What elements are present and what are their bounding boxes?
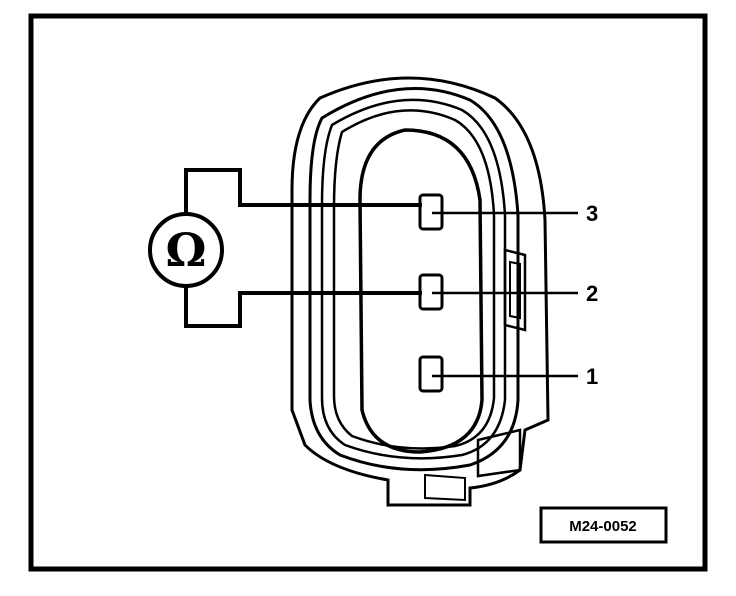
reference-code-box <box>539 506 668 544</box>
pin-3-label: 3 <box>586 201 598 226</box>
connector-housing <box>290 76 550 507</box>
ohm-symbol: Ω <box>166 223 207 277</box>
ohmmeter-wiring <box>184 168 422 328</box>
figure-frame <box>28 13 708 572</box>
pin-leader-lines <box>432 211 578 378</box>
meter-lead-lower <box>184 283 422 328</box>
pin-2-label: 2 <box>586 281 598 306</box>
pin-1-label: 1 <box>586 364 598 389</box>
reference-code: M24-0052 <box>569 518 637 535</box>
ohmmeter-icon <box>148 212 224 288</box>
pin-1-contact <box>418 355 444 393</box>
meter-lead-upper <box>184 168 422 217</box>
